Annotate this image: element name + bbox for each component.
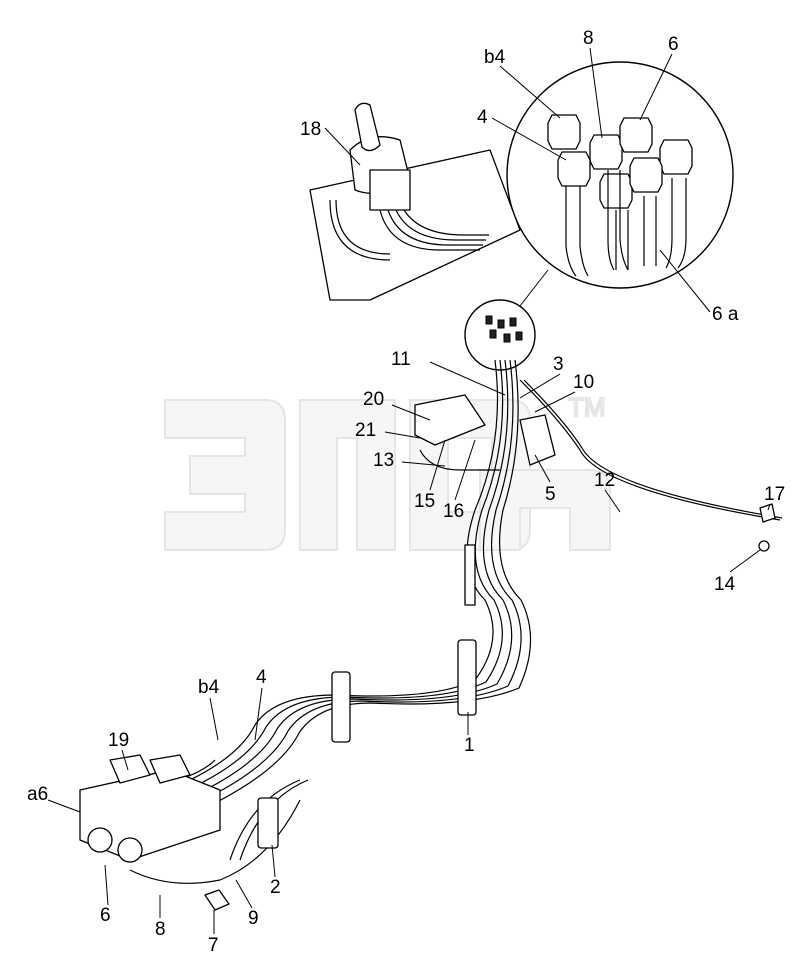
label-8-top: 8 (583, 28, 594, 49)
label-12: 12 (594, 470, 615, 491)
label-7: 7 (208, 935, 219, 956)
leader-lines (47, 47, 771, 934)
part-labels: b4 8 6 4 18 6 a 11 3 10 20 21 13 15 16 5… (27, 28, 785, 956)
label-1: 1 (464, 735, 475, 756)
joystick-control (309, 102, 521, 301)
detail-magnifier (506, 61, 734, 307)
detail-callout (464, 299, 536, 371)
label-8-bot: 8 (155, 919, 166, 940)
label-19: 19 (108, 730, 129, 751)
label-3: 3 (553, 354, 564, 375)
label-15: 15 (414, 491, 435, 512)
label-9: 9 (248, 908, 259, 929)
label-10: 10 (573, 372, 594, 393)
label-18: 18 (300, 119, 321, 140)
label-6-top: 6 (668, 34, 679, 55)
label-6a: 6 a (712, 304, 739, 325)
label-14: 14 (714, 574, 736, 595)
label-2: 2 (270, 877, 281, 898)
label-11: 11 (391, 349, 411, 370)
label-16: 16 (443, 501, 464, 522)
label-21: 21 (355, 420, 376, 441)
label-4-mid: 4 (256, 667, 267, 688)
hose-bundle (85, 359, 783, 884)
clamps (257, 544, 477, 849)
label-20: 20 (363, 389, 384, 410)
label-17: 17 (764, 484, 785, 505)
label-b4-mid: b4 (198, 677, 220, 698)
label-4-top: 4 (477, 107, 488, 128)
control-valve (79, 754, 230, 911)
label-b4-top: b4 (484, 47, 506, 68)
label-a6: a6 (27, 784, 48, 805)
label-5: 5 (545, 484, 556, 505)
label-13: 13 (373, 450, 394, 471)
trademark-text: TM (568, 392, 606, 422)
label-6-bot: 6 (100, 905, 111, 926)
valve-block (414, 394, 776, 552)
